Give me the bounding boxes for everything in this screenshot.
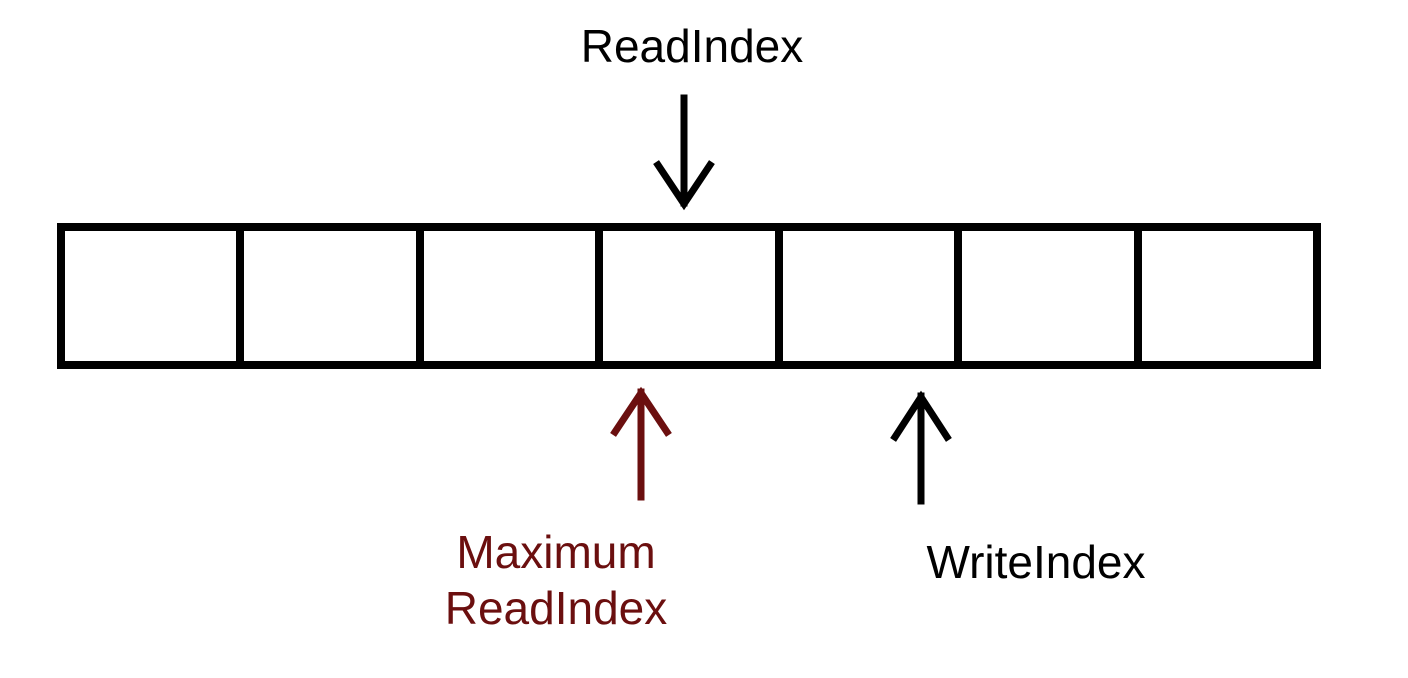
write-index-label: WriteIndex bbox=[926, 536, 1145, 588]
read-index-arrow bbox=[653, 94, 715, 211]
read-index-label: ReadIndex bbox=[581, 20, 804, 72]
maximum-read-index-label-line2: ReadIndex bbox=[445, 582, 668, 634]
maximum-read-index-label-line1: Maximum bbox=[456, 526, 655, 578]
maximum-read-index-arrow bbox=[610, 386, 672, 501]
slot-dividers bbox=[236, 227, 1142, 365]
buffer-outline bbox=[57, 223, 1321, 369]
buffer-array bbox=[57, 223, 1321, 369]
write-index-arrow bbox=[890, 390, 952, 505]
